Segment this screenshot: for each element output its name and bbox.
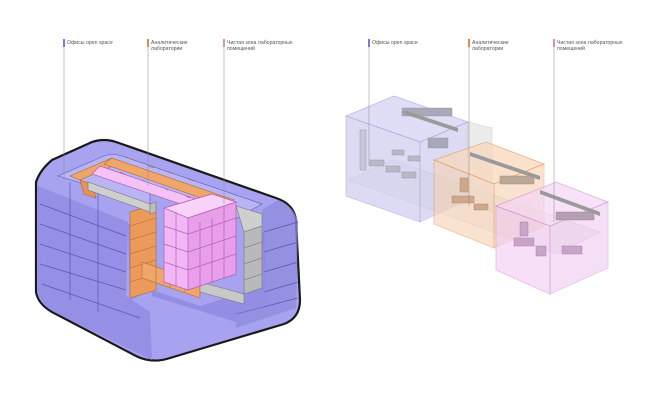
clean-zone (91, 165, 238, 291)
interior-model: Офисы open space Аналитические лаборатор… (345, 39, 623, 295)
office-marker (63, 39, 65, 47)
clean-furniture (513, 211, 595, 257)
label-clean-right-1: Чистая зона лабораторных (557, 40, 623, 46)
label-analytic-left-2: лаборатории (151, 46, 182, 52)
label-offices-right: Офисы open space (372, 40, 418, 46)
courtyard-cut (128, 216, 266, 322)
label-clean-left-1: Чистая зона лабораторных (227, 40, 293, 46)
analytic-marker-right (468, 39, 470, 47)
label-analytic-left-1: Аналитические (151, 40, 188, 46)
label-clean-right-2: помещений (557, 45, 585, 52)
clean-marker-right (553, 39, 555, 47)
block-model: Офисы open space Аналитические лаборатор… (34, 39, 302, 362)
analytic-marker (147, 39, 149, 47)
label-clean-left-2: помещений (227, 45, 255, 52)
leader-lines (63, 40, 225, 204)
service-strip (87, 181, 263, 305)
office-left-face (38, 186, 152, 360)
floor-lines (39, 182, 299, 319)
clean-marker (223, 39, 225, 47)
ceiling-lights (404, 110, 600, 216)
office-furniture (359, 107, 453, 179)
label-analytic-right-1: Аналитические (472, 40, 509, 46)
leader-lines-right (368, 40, 555, 222)
office-right-face (236, 200, 298, 328)
label-offices-left: Офисы open space (67, 40, 113, 46)
label-analytic-right-2: лаборатории (472, 46, 503, 52)
analytic-furniture (451, 175, 535, 211)
office-marker-right (368, 39, 370, 47)
